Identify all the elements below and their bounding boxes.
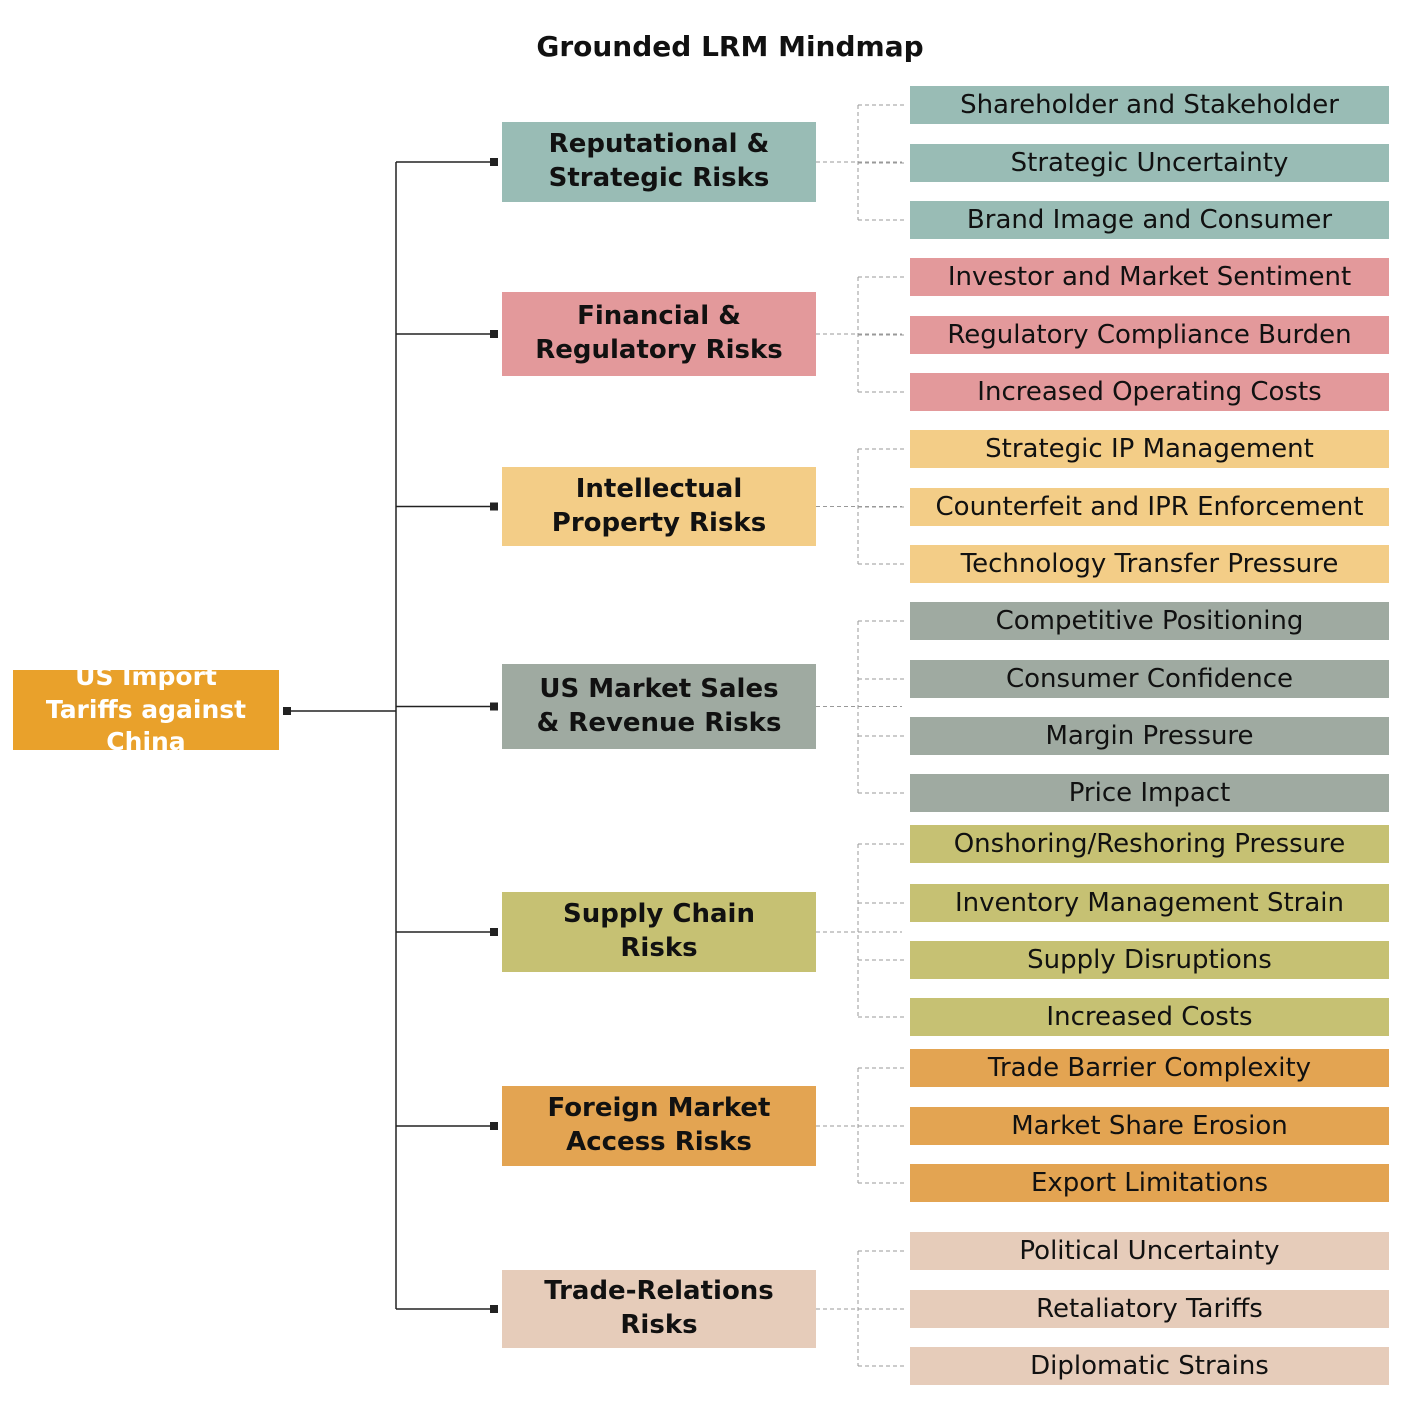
leaf-node: Onshoring/Reshoring Pressure — [910, 825, 1389, 863]
leaf-node: Consumer Confidence — [910, 660, 1389, 698]
leaf-node: Inventory Management Strain — [910, 884, 1389, 922]
leaf-node-label: Regulatory Compliance Burden — [947, 320, 1352, 350]
leaf-node: Trade Barrier Complexity — [910, 1049, 1389, 1087]
category-node-label: Reputational & Strategic Risks — [548, 129, 770, 193]
leaf-node: Retaliatory Tariffs — [910, 1290, 1389, 1328]
category-node-label: Intellectual Property Risks — [551, 473, 767, 538]
leaf-node-label: Margin Pressure — [1045, 721, 1254, 751]
category-node: Reputational & Strategic Risks — [502, 122, 816, 202]
leaf-node-label: Counterfeit and IPR Enforcement — [935, 492, 1364, 522]
category-anchor — [490, 330, 498, 338]
leaf-node: Brand Image and Consumer — [910, 201, 1389, 239]
leaf-node-label: Consumer Confidence — [1005, 664, 1294, 694]
leaf-node: Margin Pressure — [910, 717, 1389, 755]
leaf-node-label: Shareholder and Stakeholder — [960, 90, 1339, 120]
leaf-node: Counterfeit and IPR Enforcement — [910, 488, 1389, 526]
leaf-node-label: Trade Barrier Complexity — [987, 1053, 1312, 1083]
leaf-node: Political Uncertainty — [910, 1232, 1389, 1270]
leaf-node: Supply Disruptions — [910, 941, 1389, 979]
leaf-node: Market Share Erosion — [910, 1107, 1389, 1145]
root-node: US Import Tariffs against China — [13, 662, 279, 756]
leaf-node-label: Supply Disruptions — [1027, 945, 1272, 975]
leaf-node-label: Strategic Uncertainty — [1010, 148, 1289, 178]
leaf-node: Increased Operating Costs — [910, 373, 1389, 411]
leaf-node-label: Competitive Positioning — [995, 606, 1304, 636]
category-node-label: Foreign Market Access Risks — [547, 1093, 771, 1157]
leaf-node-label: Onshoring/Reshoring Pressure — [953, 829, 1346, 859]
root-node-label: US Import Tariffs against China — [45, 662, 247, 757]
category-anchor — [490, 502, 498, 511]
page-title: Grounded LRM Mindmap — [536, 30, 924, 63]
category-node: US Market Sales & Revenue Risks — [502, 664, 816, 749]
leaf-node-label: Market Share Erosion — [1011, 1111, 1288, 1141]
category-node-label: US Market Sales & Revenue Risks — [536, 673, 782, 738]
category-node: Trade-Relations Risks — [502, 1270, 816, 1348]
leaf-node: Investor and Market Sentiment — [910, 258, 1389, 296]
category-node-label: Financial & Regulatory Risks — [535, 301, 783, 365]
leaf-node: Strategic Uncertainty — [910, 144, 1389, 182]
category-anchor — [490, 1305, 498, 1313]
leaf-node-label: Inventory Management Strain — [954, 888, 1344, 918]
leaf-node-label: Investor and Market Sentiment — [947, 262, 1352, 292]
category-anchor — [490, 702, 498, 711]
root-anchor — [283, 707, 291, 715]
category-node-label: Trade-Relations Risks — [544, 1276, 774, 1340]
category-anchor — [490, 158, 498, 166]
leaf-node-label: Brand Image and Consumer — [966, 205, 1333, 235]
category-node: Supply Chain Risks — [502, 892, 816, 972]
leaf-node-label: Technology Transfer Pressure — [960, 549, 1339, 579]
leaf-node: Shareholder and Stakeholder — [910, 86, 1389, 124]
leaf-node-label: Increased Operating Costs — [977, 377, 1322, 407]
leaf-node: Strategic IP Management — [910, 430, 1389, 468]
leaf-node: Increased Costs — [910, 998, 1389, 1036]
leaf-node: Technology Transfer Pressure — [910, 545, 1389, 583]
leaf-node: Export Limitations — [910, 1164, 1389, 1202]
category-node-label: Supply Chain Risks — [563, 899, 755, 963]
category-node: Financial & Regulatory Risks — [502, 292, 816, 376]
category-node: Intellectual Property Risks — [502, 467, 816, 546]
leaf-node-label: Diplomatic Strains — [1030, 1351, 1269, 1381]
leaf-node: Price Impact — [910, 774, 1389, 812]
leaf-node-label: Strategic IP Management — [985, 434, 1314, 464]
leaf-node-label: Price Impact — [1068, 778, 1231, 808]
leaf-node-label: Export Limitations — [1030, 1168, 1269, 1198]
leaf-node-label: Political Uncertainty — [1019, 1236, 1280, 1266]
category-anchor — [490, 1122, 498, 1130]
leaf-node: Regulatory Compliance Burden — [910, 316, 1389, 354]
leaf-node: Diplomatic Strains — [910, 1347, 1389, 1385]
leaf-node-label: Retaliatory Tariffs — [1036, 1294, 1263, 1324]
category-anchor — [490, 928, 498, 936]
category-node: Foreign Market Access Risks — [502, 1086, 816, 1166]
leaf-node-label: Increased Costs — [1046, 1002, 1253, 1032]
leaf-node: Competitive Positioning — [910, 602, 1389, 640]
